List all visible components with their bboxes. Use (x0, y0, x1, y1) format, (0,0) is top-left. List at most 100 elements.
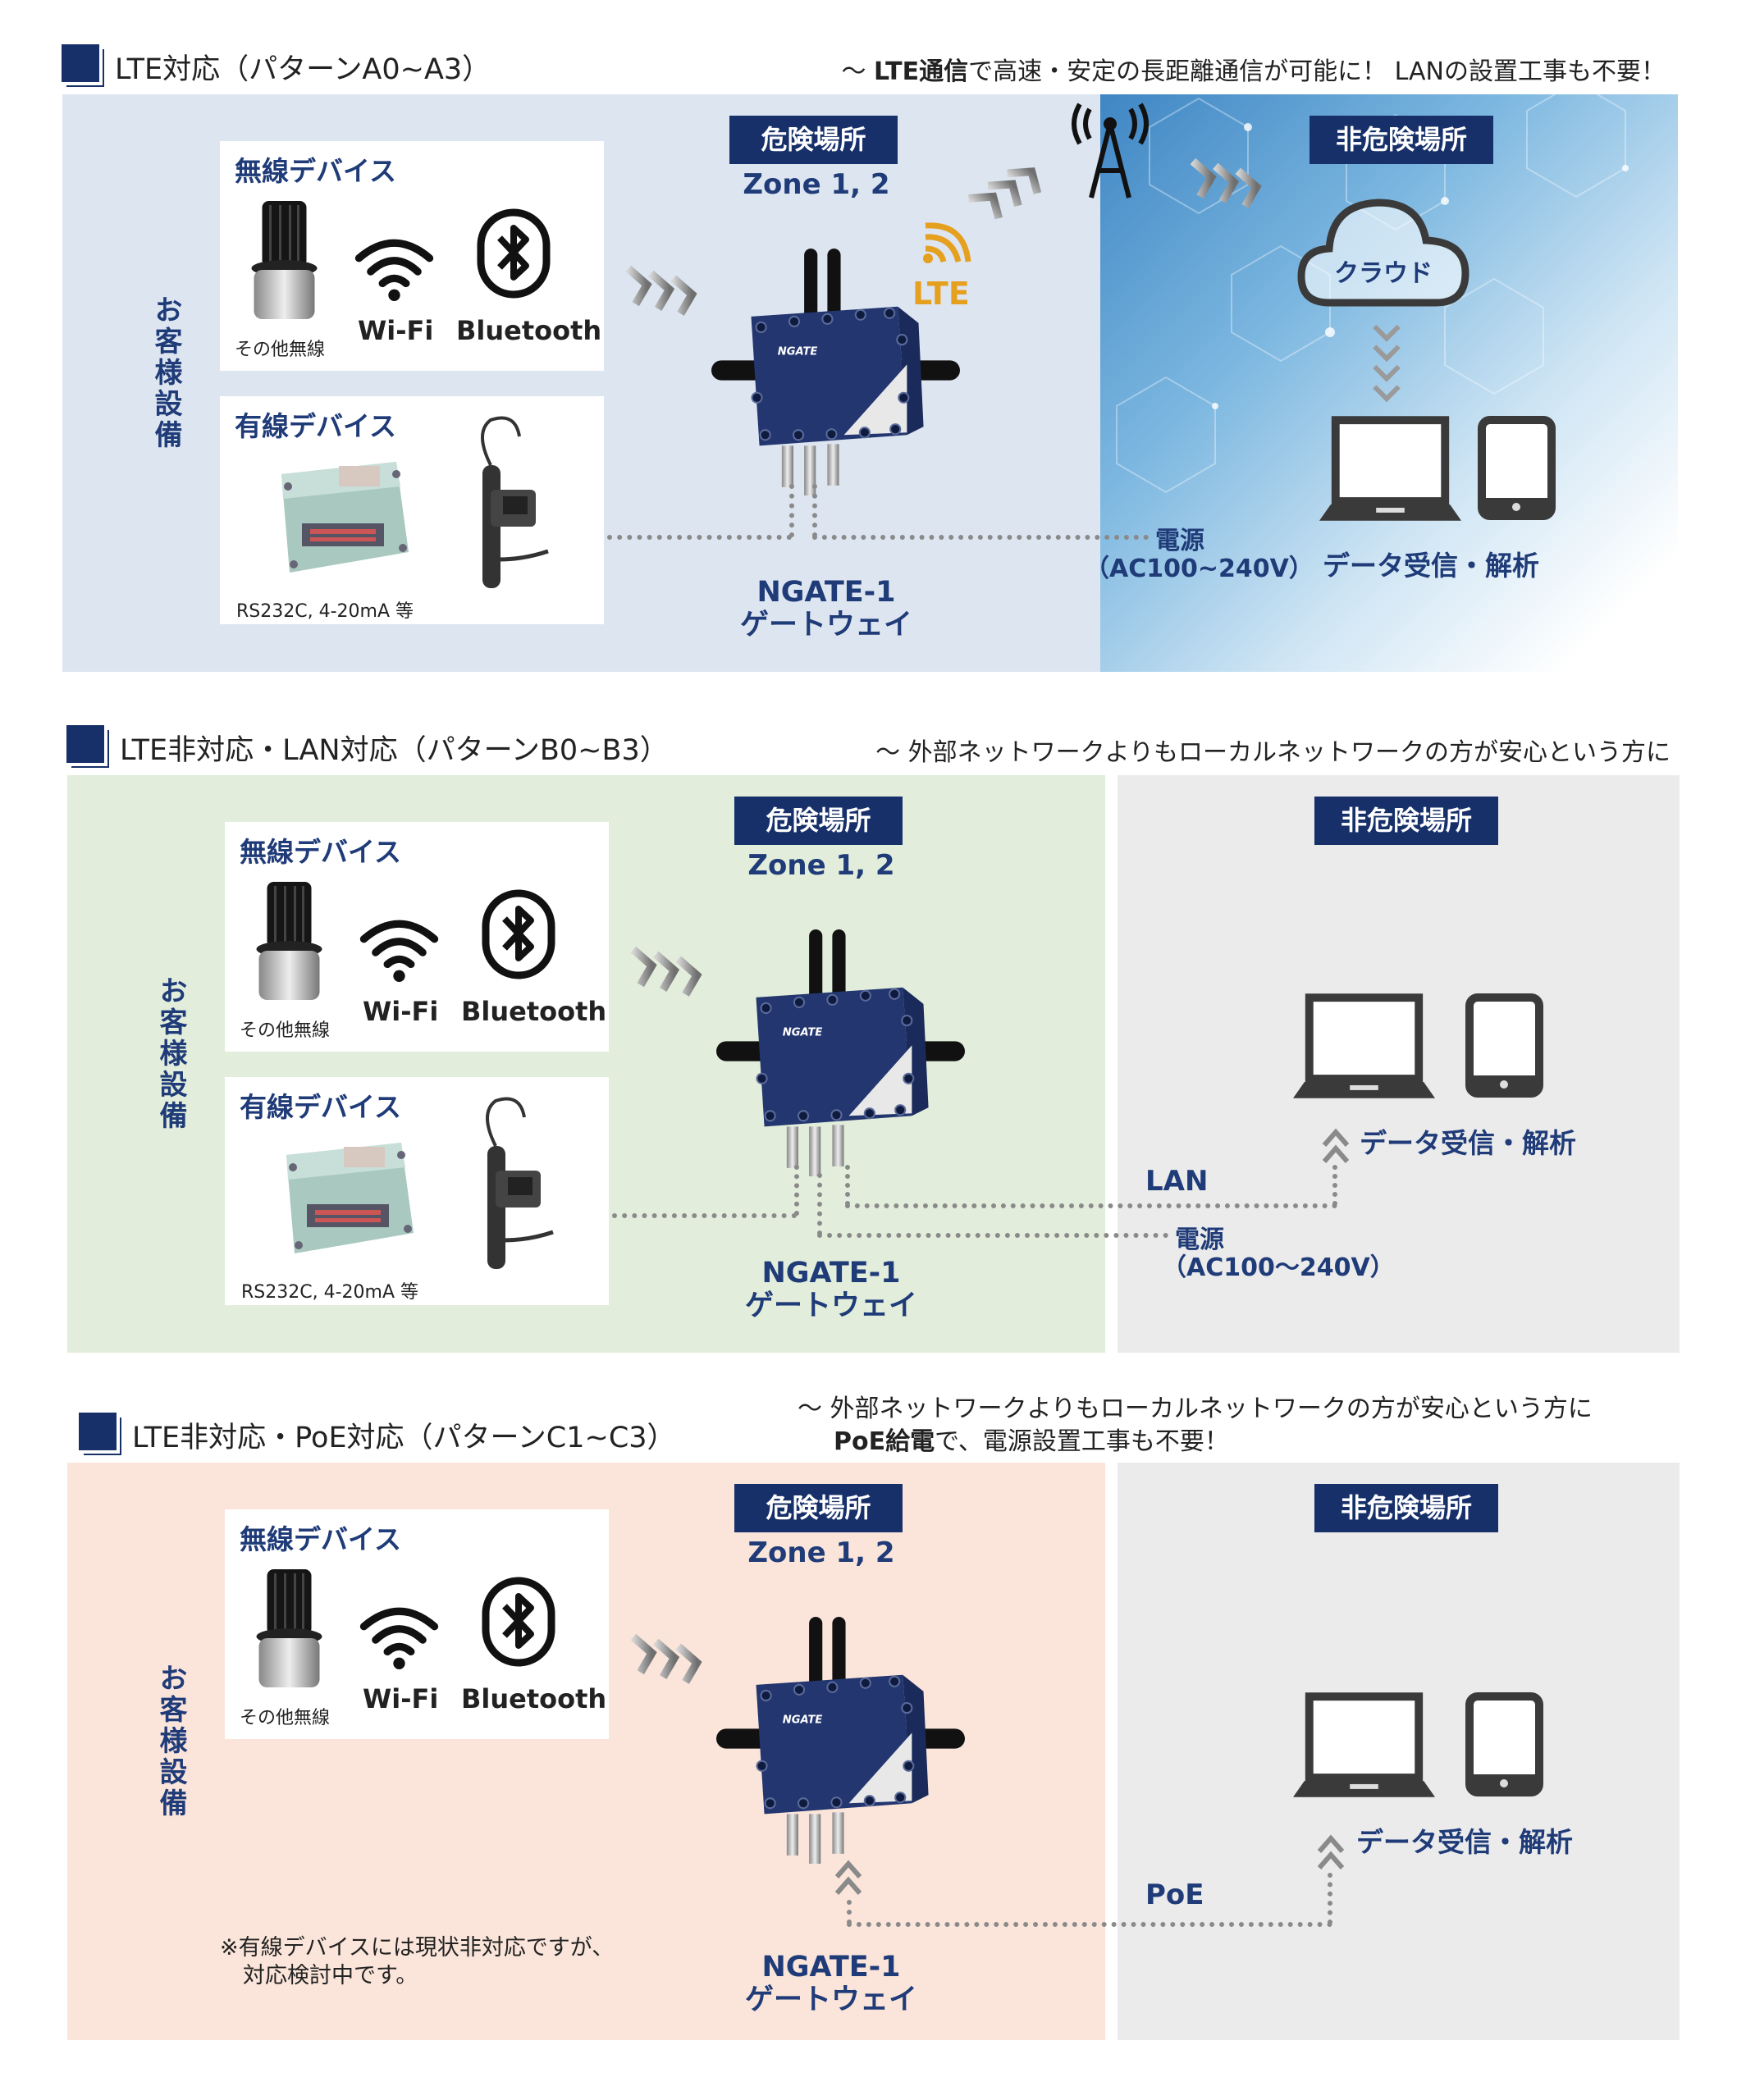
hazardous-area-label: 危険場所 (734, 797, 903, 845)
poe-connection-line (847, 1922, 1332, 1927)
data-analysis-label: データ受信・解析 (1356, 1826, 1573, 1858)
downlink-chevrons-icon (1189, 154, 1269, 208)
wireless-devices-box: 無線デバイス その他無線 Wi-Fi Bluetooth (225, 822, 609, 1052)
section-subtitle: ～ 外部ネットワークよりもローカルネットワークの方が安心という方に (875, 738, 1671, 767)
bluetooth-icon (482, 1577, 555, 1667)
other-wireless-label: その他無線 (240, 1708, 331, 1728)
ngate-gateway-image (716, 1617, 965, 1865)
junction-box-image (270, 1134, 418, 1262)
gateway-name: NGATE-1 (761, 1257, 901, 1290)
non-hazardous-area-label: 非危険場所 (1310, 116, 1493, 164)
zone-label: Zone 1, 2 (747, 1536, 895, 1569)
wired-devices-box: 有線デバイス RS232C, 4-20mA 等 (220, 396, 604, 624)
hex-pattern (1116, 80, 1629, 494)
wired-unsupported-note: ※有線デバイスには現状非対応ですが、対応検討中です。 (220, 1934, 614, 1990)
dotted-connector-line (847, 1900, 852, 1924)
heading-square-icon (66, 725, 104, 763)
wired-connection-line (612, 1213, 797, 1218)
zone-label: Zone 1, 2 (743, 168, 890, 201)
wireless-devices-box: 無線デバイス その他無線 Wi-Fi Bluetooth (220, 141, 604, 371)
bluetooth-label: Bluetooth (461, 1683, 607, 1714)
section-subtitle: ～ 外部ネットワークよりもローカルネットワークの方が安心という方に PoE給電で… (798, 1393, 1593, 1459)
bluetooth-icon (482, 889, 555, 979)
wireless-sensor-image (251, 882, 327, 1005)
cloud-icon: クラウド (1297, 199, 1469, 307)
heading-square-icon (62, 44, 99, 82)
chevron-arrows-icon (629, 943, 710, 997)
poe-label: PoE (1145, 1879, 1204, 1911)
bluetooth-label: Bluetooth (461, 996, 607, 1027)
power-spec-label: （AC100~240V） (1085, 555, 1314, 583)
dotted-connector-line (794, 1165, 799, 1216)
heading-square-icon (79, 1413, 117, 1450)
hazardous-area-label: 危険場所 (734, 1484, 903, 1532)
section-lan: LTE非対応・LAN対応（パターンB0~B3） ～ 外部ネットワークよりもローカ… (5, 681, 1746, 1362)
other-wireless-label: その他無線 (235, 340, 326, 360)
data-analysis-label: データ受信・解析 (1323, 550, 1539, 582)
wifi-icon (357, 1603, 441, 1670)
handheld-device-image (458, 416, 552, 596)
subtitle-rest: で高速・安定の長距離通信が可能に！ LANの設置工事も不要！ (968, 57, 1666, 86)
customer-equipment-label: お客様設備 (154, 1664, 187, 1819)
lan-label: LAN (1145, 1165, 1209, 1198)
power-connection-line (817, 1233, 1168, 1238)
hazardous-area-label: 危険場所 (729, 116, 898, 164)
non-hazardous-area-panel (1100, 80, 1678, 672)
gateway-type: ゲートウェイ (744, 1984, 917, 2016)
dotted-connector-line (845, 1165, 850, 1206)
section-heading: LTE非対応・PoE対応（パターンC1~C3） (132, 1422, 676, 1454)
up-chevrons-icon (832, 1857, 865, 1898)
wifi-label: Wi-Fi (363, 1683, 439, 1714)
subtitle-line2: PoE給電で、電源設置工事も不要！ (798, 1426, 1593, 1459)
note-line2: 対応検討中です。 (243, 1963, 418, 1988)
subtitle-rest: で、電源設置工事も不要！ (935, 1427, 1229, 1456)
customer-equipment-label: お客様設備 (154, 976, 187, 1132)
lte-label: LTE (912, 276, 970, 312)
tablet-icon (1478, 416, 1556, 520)
section-heading: LTE非対応・LAN対応（パターンB0~B3） (120, 734, 669, 767)
subtitle-bold: LTE通信 (873, 57, 969, 86)
ngate-gateway-image (711, 249, 960, 497)
tablet-icon (1465, 993, 1543, 1098)
gateway-type: ゲートウェイ (739, 609, 912, 641)
wireless-devices-title: 無線デバイス (235, 155, 397, 187)
cloud-label: クラウド (1334, 259, 1433, 288)
other-wireless-label: その他無線 (240, 1020, 331, 1041)
power-label: 電源 (1155, 527, 1204, 555)
section-poe: LTE非対応・PoE対応（パターンC1~C3） ～ 外部ネットワークよりもローカ… (5, 1368, 1746, 2049)
junction-box-image (265, 454, 413, 581)
wireless-devices-title: 無線デバイス (240, 836, 402, 868)
zone-label: Zone 1, 2 (747, 849, 895, 882)
tablet-icon (1465, 1692, 1543, 1796)
gateway-type: ゲートウェイ (744, 1290, 917, 1322)
wireless-sensor-image (246, 201, 322, 324)
section-lte: LTE対応（パターンA0~A3） ～ LTE通信で高速・安定の長距離通信が可能に… (0, 0, 1746, 681)
wireless-sensor-image (251, 1569, 327, 1692)
non-hazardous-area-label: 非危険場所 (1314, 797, 1498, 845)
wired-devices-box: 有線デバイス RS232C, 4-20mA 等 (225, 1077, 609, 1305)
bluetooth-icon (477, 208, 551, 299)
wired-caption: RS232C, 4-20mA 等 (236, 601, 414, 622)
laptop-icon (1293, 1692, 1435, 1800)
gateway-name: NGATE-1 (761, 1951, 901, 1984)
dotted-connector-line (789, 484, 794, 537)
power-spec-label: （AC100～240V） (1162, 1253, 1395, 1282)
chevron-arrows-icon (629, 1630, 710, 1684)
wireless-devices-title: 無線デバイス (240, 1523, 402, 1555)
wired-devices-title: 有線デバイス (235, 410, 397, 442)
down-chevrons-icon (1370, 322, 1403, 403)
wifi-icon (352, 235, 436, 302)
wifi-label: Wi-Fi (358, 315, 434, 346)
subtitle-line1: ～ 外部ネットワークよりもローカルネットワークの方が安心という方に (798, 1395, 1593, 1423)
non-hazardous-area-label: 非危険場所 (1314, 1484, 1498, 1532)
section-heading: LTE対応（パターンA0~A3） (115, 53, 491, 86)
data-analysis-label: データ受信・解析 (1360, 1127, 1576, 1159)
dotted-connector-line (817, 1173, 822, 1235)
cell-tower-icon (1072, 103, 1149, 199)
wired-connection-line (607, 535, 792, 540)
dotted-connector-line (812, 484, 817, 537)
laptop-icon (1293, 993, 1435, 1101)
ngate-gateway-image (716, 929, 965, 1178)
